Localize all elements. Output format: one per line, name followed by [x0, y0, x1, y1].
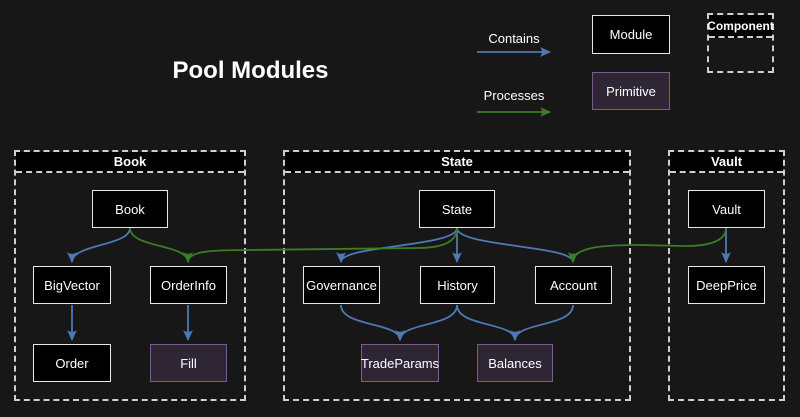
node-fill: Fill — [150, 344, 227, 382]
container-state: State — [283, 150, 631, 401]
legend-primitive-box: Primitive — [592, 72, 670, 110]
node-bigvector: BigVector — [33, 266, 111, 304]
container-state-title: State — [285, 152, 629, 173]
node-history: History — [420, 266, 495, 304]
node-orderinfo-label: OrderInfo — [161, 277, 216, 293]
node-deepprice-label: DeepPrice — [696, 277, 757, 293]
node-state-label: State — [441, 201, 473, 217]
node-book: Book — [92, 190, 168, 228]
node-vault: Vault — [688, 190, 765, 228]
node-orderinfo: OrderInfo — [150, 266, 227, 304]
legend-component-label: Component — [707, 15, 774, 38]
node-order-label: Order — [55, 355, 89, 371]
legend-primitive-label: Primitive — [606, 83, 656, 99]
node-state: State — [419, 190, 495, 228]
node-bigvector-label: BigVector — [44, 277, 100, 293]
node-history-label: History — [437, 277, 478, 293]
legend-module-label: Module — [609, 27, 653, 42]
node-tradeparams-label: TradeParams — [360, 355, 440, 371]
node-account: Account — [535, 266, 612, 304]
legend-component-box: Component — [707, 13, 774, 73]
node-balances-label: Balances — [488, 355, 542, 371]
legend-processes-label: Processes — [483, 88, 545, 103]
node-balances: Balances — [477, 344, 553, 382]
container-vault: Vault — [668, 150, 785, 401]
node-vault-label: Vault — [712, 201, 741, 217]
container-book-title: Book — [16, 152, 244, 173]
node-tradeparams: TradeParams — [361, 344, 439, 382]
container-vault-title: Vault — [670, 152, 783, 173]
legend-module-box: Module — [592, 15, 670, 54]
container-book: Book — [14, 150, 246, 401]
node-order: Order — [33, 344, 111, 382]
node-deepprice: DeepPrice — [688, 266, 765, 304]
node-governance-label: Governance — [306, 277, 377, 293]
node-account-label: Account — [550, 277, 597, 293]
node-book-label: Book — [115, 201, 145, 217]
node-fill-label: Fill — [180, 355, 197, 371]
legend-contains-label: Contains — [488, 31, 540, 46]
node-governance: Governance — [303, 266, 380, 304]
page-title: Pool Modules — [172, 57, 329, 84]
